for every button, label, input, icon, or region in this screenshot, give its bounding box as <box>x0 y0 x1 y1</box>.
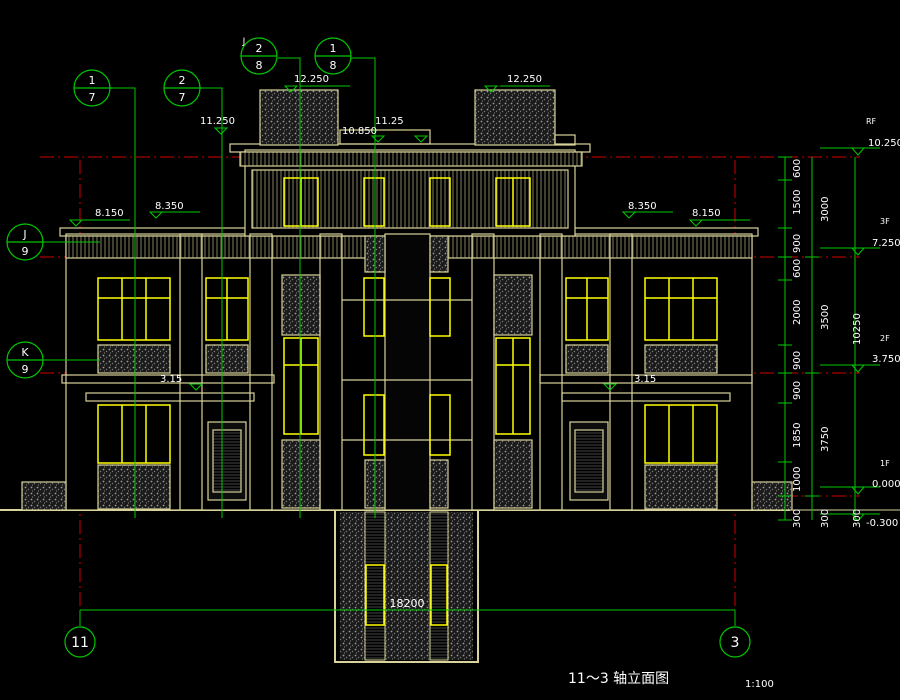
dim-inner-9: 1000 <box>792 467 803 492</box>
dim-outer-2: 300 <box>852 509 863 528</box>
level-name-3f: 3F <box>880 217 890 226</box>
level-value-basement: -0.300 <box>866 518 898 529</box>
callout-3-bottom: 9 <box>22 245 29 258</box>
elev-right-8150: 8.150 <box>692 208 721 219</box>
overall-dimension: 18200 <box>390 597 425 610</box>
elev-canopy-right: 3.15 <box>634 374 656 385</box>
callout-5-pre: J <box>242 37 246 47</box>
elev-1125: 11.25 <box>375 116 404 127</box>
level-value-2f: 3.750 <box>872 354 900 365</box>
level-name-1f: 1F <box>880 459 890 468</box>
dim-middle-1: 3000 <box>820 197 831 222</box>
callout-2-top: 2 <box>179 74 186 87</box>
building-body <box>21 89 793 511</box>
callout-3-top: J <box>22 228 26 241</box>
drawing-scale: 1:100 <box>745 679 774 690</box>
dim-middle-2: 3500 <box>820 305 831 330</box>
elev-11250: 11.250 <box>200 116 235 127</box>
level-value-rf: 10.250 <box>868 138 900 149</box>
axis-label-right: 3 <box>731 635 740 651</box>
leader-lines <box>42 57 880 626</box>
callout-6-top: 1 <box>330 42 337 55</box>
elev-right-8350: 8.350 <box>628 201 657 212</box>
dim-inner-2: 1500 <box>792 190 803 215</box>
axis-bubbles <box>64 626 751 658</box>
elev-left-8150: 8.150 <box>95 208 124 219</box>
axis-label-left: 11 <box>71 635 89 651</box>
level-value-3f: 7.250 <box>872 238 900 249</box>
dim-inner-10: 300 <box>792 509 803 528</box>
level-name-rf: RF <box>866 117 877 126</box>
level-value-1f: 0.000 <box>872 479 900 490</box>
elev-canopy-left: 3.15 <box>160 374 182 385</box>
basement-well <box>334 509 479 663</box>
callout-1-top: 1 <box>89 74 96 87</box>
dim-inner-3: 900 <box>792 234 803 253</box>
drawing-title: 11～3 轴立面图 <box>568 671 669 687</box>
elev-roof-left: 12.250 <box>294 74 329 85</box>
callout-6-bottom: 8 <box>330 59 337 72</box>
callout-4-top: K <box>21 346 29 359</box>
entry-doors <box>207 421 609 501</box>
callout-2-bottom: 7 <box>179 91 186 104</box>
callout-4-bottom: 9 <box>22 363 29 376</box>
dim-middle-4: 300 <box>820 509 831 528</box>
dim-inner-6: 900 <box>792 351 803 370</box>
dim-inner-7: 900 <box>792 381 803 400</box>
elev-10850: 10.850 <box>342 126 377 137</box>
dim-inner-8: 1850 <box>792 423 803 448</box>
dim-inner-1: 600 <box>792 159 803 178</box>
dimension-ticks <box>778 156 819 521</box>
dim-outer-1: 10250 <box>852 313 863 345</box>
callout-1-bottom: 7 <box>89 91 96 104</box>
dim-inner-5: 2000 <box>792 300 803 325</box>
level-name-2f: 2F <box>880 334 890 343</box>
dim-inner-4: 600 <box>792 259 803 278</box>
elev-roof-right: 12.250 <box>507 74 542 85</box>
elev-left-8350: 8.350 <box>155 201 184 212</box>
windows <box>97 177 718 464</box>
callout-5-top: 2 <box>256 42 263 55</box>
dim-middle-3: 3750 <box>820 427 831 452</box>
callout-bubbles <box>6 37 352 379</box>
callout-5-bottom: 8 <box>256 59 263 72</box>
